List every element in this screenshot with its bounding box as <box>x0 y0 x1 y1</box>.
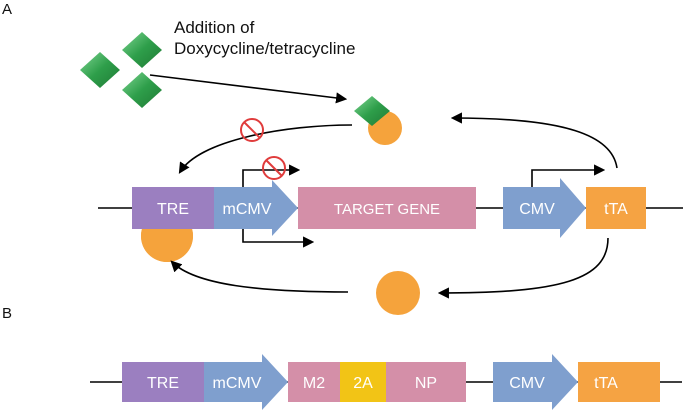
b-tre-element: TRE <box>122 362 204 402</box>
b-np-gene: NP <box>386 362 466 402</box>
b-tta-gene: tTA <box>578 362 660 402</box>
target-gene: TARGET GENE <box>298 187 476 229</box>
drug-binding-arrow <box>149 74 348 104</box>
b-cmv-label: CMV <box>509 375 545 392</box>
drug-bound-tta-complex <box>354 96 402 145</box>
b-np-label: NP <box>415 375 437 392</box>
mcmv-label: mCMV <box>223 201 272 218</box>
target-gene-label: TARGET GENE <box>334 201 440 218</box>
inhibition-sign-icon-2 <box>262 156 286 180</box>
cmv-label: CMV <box>519 201 555 218</box>
b-tre-label: TRE <box>147 375 179 392</box>
addition-label-line2: Doxycycline/tetracycline <box>174 39 355 58</box>
b-m2-gene: M2 <box>288 362 340 402</box>
b-mcmv-label: mCMV <box>213 375 262 392</box>
complex-to-tre-arrow <box>178 124 353 174</box>
panel-b-label: B <box>2 305 12 322</box>
tta-gene: tTA <box>586 187 646 229</box>
inhibition-sign-icon <box>240 118 264 142</box>
b-cmv-promoter: CMV <box>493 354 578 410</box>
tta-binding-arrow <box>170 260 349 293</box>
b-mcmv-promoter: mCMV <box>204 354 288 410</box>
mcmv-promoter: mCMV <box>214 180 298 236</box>
panel-a-label: A <box>2 1 12 18</box>
active-transcription-arrow <box>242 229 315 248</box>
b-m2-label: M2 <box>303 375 325 392</box>
b-2a-peptide: 2A <box>340 362 386 402</box>
addition-label-line1: Addition of <box>174 18 255 37</box>
b-2a-label: 2A <box>353 375 373 392</box>
b-tta-label: tTA <box>594 375 618 392</box>
blocked-transcription-arrow <box>242 164 301 188</box>
cmv-transcription-arrow <box>531 164 606 187</box>
cmv-promoter: CMV <box>503 178 586 238</box>
tta-to-complex-arrow <box>450 112 618 169</box>
free-tta-protein <box>376 271 420 315</box>
doxycycline-molecules-icon <box>80 32 162 108</box>
tre-label-overlay: TRE <box>157 201 189 218</box>
tta-expression-arrow <box>437 237 609 299</box>
tta-label: tTA <box>604 201 628 218</box>
